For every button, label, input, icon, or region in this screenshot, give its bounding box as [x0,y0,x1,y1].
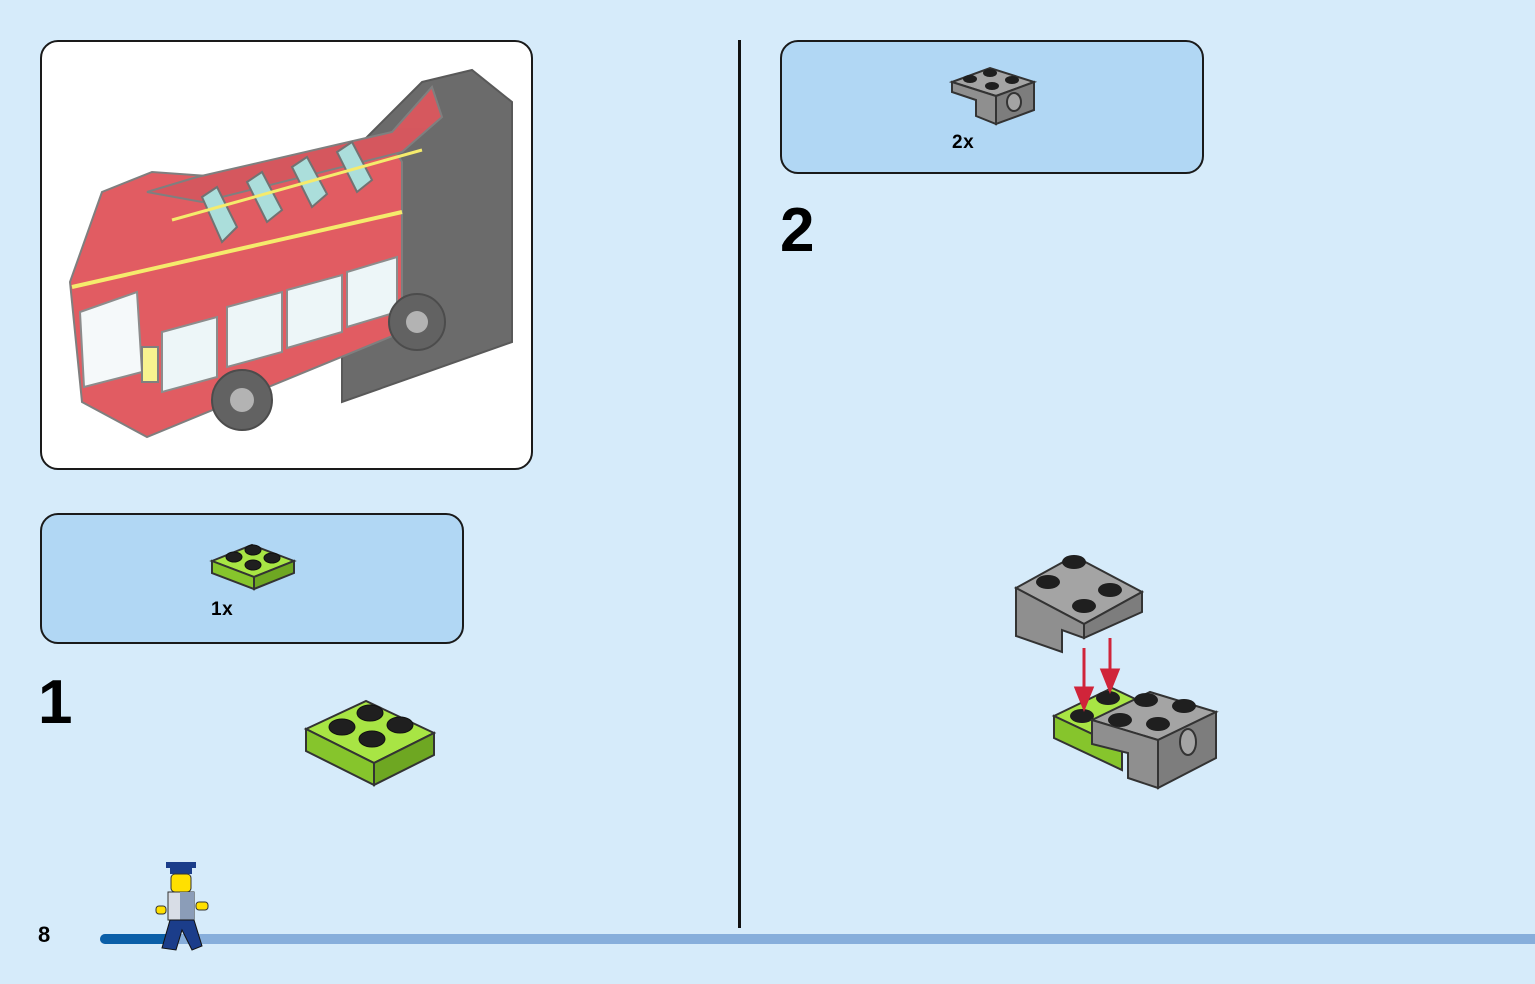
lime-plate-icon [209,543,297,591]
part-quantity: 2x [952,132,975,153]
step-1-parts-callout: 1x [40,513,464,644]
step-2-build-illustration [1013,554,1219,790]
progress-bar [100,934,1535,944]
progress-bar-fill [100,934,172,944]
step-2-number: 2 [780,196,815,265]
step-2-parts-callout: 2x [780,40,1204,174]
part-quantity: 1x [211,599,234,620]
step-1-number: 1 [38,668,73,737]
page-number: 8 [38,922,51,947]
bus-model-image [68,68,513,439]
model-overview-frame [40,40,533,470]
step-1-build-illustration [303,699,437,787]
minifigure-icon [155,862,209,951]
grey-bracket-icon [948,66,1038,126]
page-divider [738,40,741,928]
